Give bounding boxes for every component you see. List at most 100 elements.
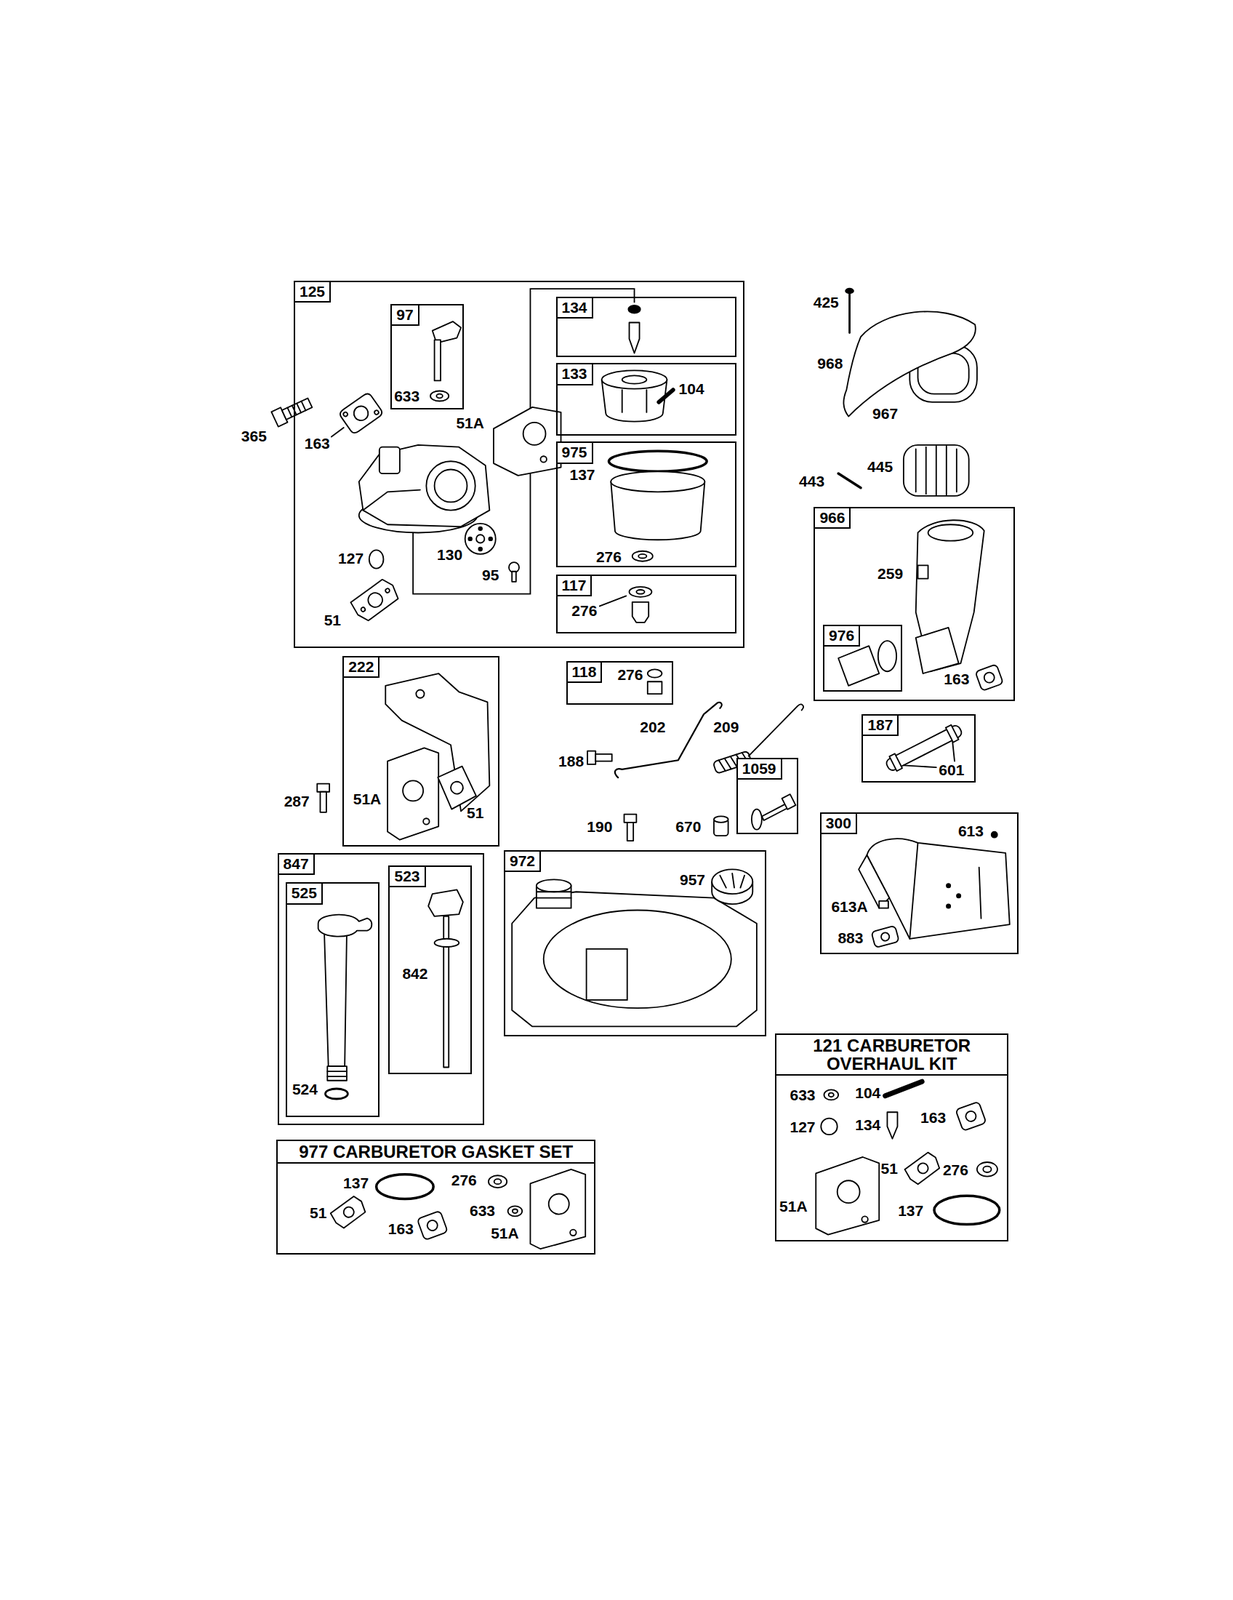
gasket-set-parts [376,1174,435,1199]
callout-number: 524 [292,1080,318,1096]
group-number: 118 [567,662,603,683]
callout-number: 633 [394,388,420,404]
insulator-plate [523,422,546,445]
gasket-set-parts [341,1204,356,1219]
gasket [338,391,384,435]
kit-parts [820,1118,837,1135]
kit-heading-bar: 977 CARBURETOR GASKET SET [277,1140,594,1164]
blower-housing [511,891,757,1026]
callout-number: 633 [789,1086,815,1103]
kit-parts [955,1101,986,1132]
kit-parts [861,1215,868,1222]
callout-number: 51A [455,414,485,430]
float-bowl [608,450,707,562]
gasket [348,576,403,624]
shoulder-screw [782,793,797,810]
bolt [282,398,313,420]
callout-number: 209 [713,718,739,734]
callout-number: 163 [388,1219,414,1236]
float [658,389,674,403]
callout-number: 130 [436,545,463,562]
bushing [713,815,729,836]
callout-number: 365 [241,428,267,444]
governor-bracket [387,747,439,839]
screw [624,814,637,841]
group-number: 1059 [737,758,783,780]
kit-parts [815,1156,879,1235]
carburetor-body [426,460,475,510]
callout-number: 202 [639,718,666,734]
callout-number: 883 [837,929,863,946]
governor-bracket [449,779,466,796]
governor-bracket [415,689,424,698]
kit-parts [916,1161,930,1175]
nut [647,681,663,694]
diaphragm [476,534,485,543]
shoulder-screw [751,793,797,830]
gasket [351,403,371,424]
callout-number: 104 [679,380,705,397]
bolt [287,401,306,418]
part-group-box: 523 [388,865,472,1075]
gasket-set-parts [529,1169,586,1249]
part-group-box: 12597134133975117 [293,280,745,648]
screw [587,750,613,765]
blower-housing [543,910,732,1009]
float-bowl [610,471,705,492]
air-cleaner-base [982,671,996,685]
callout-number: 51A [779,1198,808,1214]
dipstick [428,889,464,916]
screw [511,571,517,582]
callout-number: 51 [309,1203,327,1220]
kit-parts [902,1150,943,1186]
float [622,375,648,384]
muffler [909,842,981,939]
callout-number: 276 [596,548,622,564]
callout-number: 137 [569,466,595,483]
shoulder-screw [751,809,762,830]
group-number: 972 [505,851,541,872]
group-number: 222 [343,657,380,678]
group-number: 966 [814,508,851,529]
gasket [338,391,384,435]
breather-tube [945,724,959,743]
group-number: 125 [295,282,331,303]
muffler [878,900,889,909]
screw [627,822,634,841]
diaphragm [465,523,496,554]
group-number: 523 [389,866,426,887]
diaphragm [488,536,493,541]
blower-housing [711,868,753,894]
air-filter-cover [843,287,977,416]
group-number: 975 [557,442,594,464]
inlet-needle [628,305,641,314]
diaphragm [478,526,483,530]
dipstick-tube [327,1065,347,1081]
governor-bracket [385,673,490,840]
kit-heading: 121 CARBURETOR OVERHAUL KIT [804,1035,980,1073]
muffler [870,925,899,948]
air-cleaner-base [918,564,929,578]
callout-number: 957 [679,871,706,887]
throttle-shaft [430,390,449,401]
kit-parts [982,1166,991,1172]
gasket [348,576,403,624]
callout-number: 137 [343,1174,369,1190]
governor-bracket [436,764,478,810]
blower-housing [511,868,757,1026]
kit-parts [886,1111,898,1138]
air-cleaner-base [974,663,1004,691]
screw [624,814,637,823]
blower-housing [719,873,745,888]
carburetor-body [362,490,421,511]
dipstick-tube [324,1088,348,1099]
callout-number: 276 [571,601,597,618]
bowl-nut [629,586,653,597]
air-filter [916,445,957,495]
kit-parts [902,1150,943,1186]
kit-parts [828,1092,834,1098]
governor-bracket [436,764,478,810]
air-cleaner-base [878,640,897,672]
callout-number: 51A [353,790,382,807]
